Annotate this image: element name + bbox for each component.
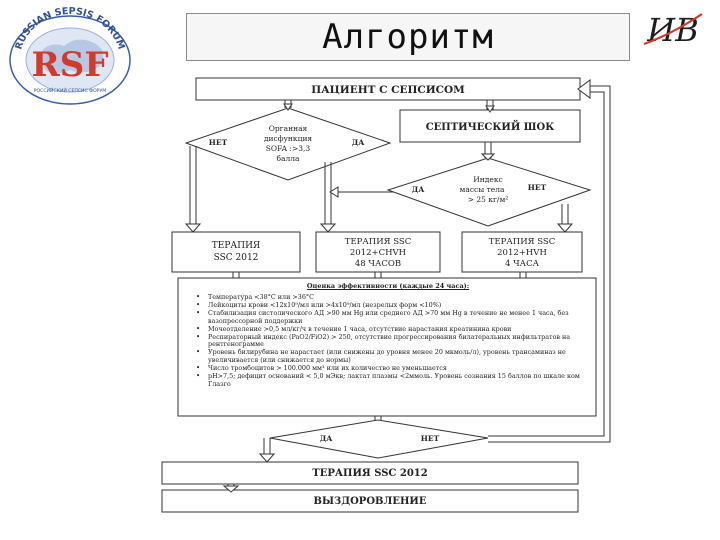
therapy-final-label: ТЕРАПИЯ SSC 2012 [312,468,427,479]
septic-shock-box [399,109,581,143]
connector-no-left [189,146,197,226]
iv-logo-text: ИВ [646,11,698,49]
evaluation-diamond [269,419,489,459]
organ-yes-label: ДА [352,138,366,147]
efficacy-title: Оценка эффективности (каждые 24 часа): [306,282,470,290]
connector-yes-left [324,162,332,226]
bmi-no-label: НЕТ [528,183,547,192]
therapy-hvvh-box [461,231,583,273]
criteria-item: Число тромбоцитов > 100.000 мм³ или их к… [196,364,580,373]
organ-line-3: SOFA :>3,3 [266,144,311,153]
connector-no-loop [488,85,611,443]
connector-efficacy-diamond [374,416,382,420]
therapy-hvvh-line-1: ТЕРАПИЯ SSC [489,237,555,247]
therapy-hvvh-line-3: 4 ЧАСА [505,259,540,269]
title-box: Алгоритм [186,13,630,61]
bmi-line-1: Индекс [473,175,502,184]
therapy-cvvh-line-1: ТЕРАПИЯ SSC [345,237,411,247]
connector-ssc-efficacy [232,272,240,278]
bmi-diamond [386,157,592,227]
therapy-final-box [161,461,579,485]
criteria-item: Стабилизация систолического АД >90 мм Hg… [196,309,580,326]
criteria-item: Мочеотделение >0,5 мл/кг/ч в течение 1 ч… [196,325,580,334]
therapy-ssc-line-2: SSC 2012 [214,253,259,263]
connector-cvvh-efficacy [374,272,382,278]
bmi-line-3: > 25 кг/м² [468,195,509,204]
organ-dysfunction-diamond [184,107,392,181]
organ-line-2: дисфункция [264,134,313,143]
septic-shock-label: СЕПТИЧЕСКИЙ ШОК [426,120,555,133]
therapy-hvvh-line-2: 2012+HVH [497,248,547,258]
criteria-item: Уровень билирубина не нарастает (или сни… [196,348,580,365]
bmi-yes-label: ДА [412,185,426,194]
connector-bmi-no [561,204,569,226]
criteria-list: Температура <38°С или >36°С Лейкоциты кр… [196,293,580,389]
iv-logo: ИВ [643,11,703,49]
therapy-cvvh-box [315,231,441,273]
page-title: Алгоритм [322,17,494,57]
organ-line-1: Органная [269,124,308,133]
organ-line-4: балла [277,154,301,163]
connector-hvvh-efficacy [519,272,527,278]
therapy-cvvh-line-2: 2012+CHVH [350,248,406,258]
organ-no-label: НЕТ [209,138,228,147]
logo-subtitle: РОССИЙСКИЙ СЕПСИС ФОРУМ [34,87,106,94]
therapy-cvvh-line-3: 48 ЧАСОВ [355,259,401,269]
criteria-item: pH>7,5; дефицит оснований < 5,0 мЭкв; ла… [196,372,580,389]
bottom-no-label: НЕТ [421,434,440,443]
criteria-item: Температура <38°С или >36°С [196,293,580,302]
connector-yes-bottom [263,438,271,456]
recovery-box [161,489,579,513]
russian-sepsis-forum-logo: RUSSIAN SEPSIS FORUM RSF РОССИЙСКИЙ СЕПС… [9,6,131,105]
therapy-ssc-box [171,231,301,273]
recovery-label: ВЫЗДОРОВЛЕНИЕ [314,496,427,507]
therapy-ssc-line-1: ТЕРАПИЯ [212,241,260,251]
logo-monogram: RSF [32,45,109,85]
criteria-item: Лейкоциты крови <12х10⁹/мл или >4х10⁹/мл… [196,301,580,310]
bmi-line-2: массы тела [460,185,505,194]
patient-label: ПАЦИЕНТ С СЕПСИСОМ [311,84,465,96]
bottom-yes-label: ДА [320,434,334,443]
criteria-item: Респираторный индекс (PaO2/FiO2) > 250, … [196,333,580,350]
